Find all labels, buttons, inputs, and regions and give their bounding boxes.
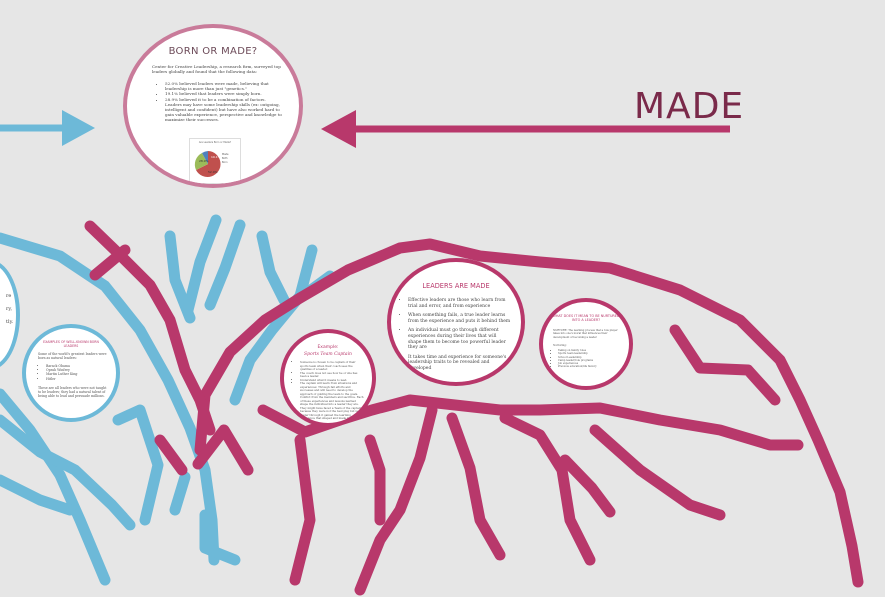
chart-legend: Made Both Born	[222, 153, 229, 165]
list-item: Sports team leadership	[558, 352, 621, 355]
nurtured-list: Taking on family roles Sports team leade…	[555, 349, 621, 369]
leaders-are-made-title: LEADERS ARE MADE	[422, 282, 490, 290]
pie-slice-both	[194, 153, 208, 170]
blue-deer-drawing	[0, 214, 336, 586]
born-leaders-examples-frame[interactable]: EXAMPLES OF WELL-KNOWN BORN LEADERS Some…	[22, 324, 120, 422]
list-item: Barack Obama	[46, 364, 108, 368]
legend-made: Made	[222, 153, 229, 156]
edge-text-3: tly.	[6, 319, 14, 325]
list-item: Job experiences	[558, 362, 621, 365]
list-item: 28.9% believed it to be a combination of…	[165, 97, 283, 123]
list-item: Hitler	[46, 377, 108, 381]
pie-label-both: 28.9%	[199, 159, 209, 163]
examples-title: EXAMPLES OF WELL-KNOWN BORN LEADERS	[43, 340, 99, 349]
survey-pie-chart: Are Leaders Born or Made? 28.9% 52.0% 19…	[189, 138, 241, 184]
example-subtitle: Sports Team Captain	[304, 352, 352, 357]
example-title: Example:	[317, 345, 339, 350]
list-item: Understand what it means to lead.	[300, 378, 364, 383]
list-item: When something fails, a true leader lear…	[408, 313, 511, 324]
born-or-made-title: BORN OR MADE?	[168, 46, 258, 57]
pie-slice-born	[202, 151, 208, 164]
made-label: MADE	[634, 86, 745, 127]
pie-label-made: 52.0%	[208, 170, 218, 174]
legend-born: Born	[222, 161, 228, 164]
list-item: Camp leader/role programs	[558, 359, 621, 362]
list-item: Oprah Winfrey	[46, 368, 108, 372]
pie-svg: 28.9% 52.0% 19.1%	[194, 151, 221, 177]
born-or-made-intro: Center for Creative Leadership, a resear…	[152, 64, 281, 75]
made-arrow	[321, 110, 730, 148]
list-item: It takes time and experience for someone…	[408, 355, 511, 372]
nurtured-intro: NURTURE: The learning process that a rol…	[553, 329, 618, 339]
examples-intro: Some of the world's greatest leaders wer…	[38, 352, 107, 361]
list-item: School Leadership	[558, 356, 621, 359]
edge-text-1: re	[6, 293, 12, 299]
list-item: The coach does not see how he or she has…	[300, 371, 364, 379]
legend-both: Both	[222, 157, 228, 160]
leaders-are-made-list: Effective leaders are those who learn fr…	[403, 298, 511, 376]
pie-slice-made	[196, 151, 221, 177]
list-item: An individual must go through different …	[408, 328, 511, 350]
list-item: The captain will learn from situations a…	[300, 381, 364, 407]
edge-text-2: ry,	[6, 306, 13, 312]
list-item: Previous education/life history	[558, 365, 621, 368]
example-frame[interactable]: Example: Sports Team Captain Someone is …	[280, 329, 376, 427]
examples-footer: These are all leaders who were not taugh…	[38, 386, 107, 399]
nurtured-subhead: Nurturing:	[553, 344, 567, 347]
list-item: Effective leaders are those who learn fr…	[408, 298, 511, 309]
list-item: 52.0% believed leaders were made, believ…	[165, 81, 283, 91]
chart-title: Are Leaders Born or Made?	[198, 141, 232, 144]
list-item: Martin Luther King	[46, 372, 108, 376]
magenta-deer-drawing	[84, 220, 864, 596]
list-item: 19.1% believed that leaders were simply …	[165, 91, 283, 96]
pie-label-born: 19.1%	[211, 155, 221, 159]
example-list: Someone is chosen to be captain of their…	[296, 360, 364, 423]
nurtured-title: WHAT DOES IT MEAN TO BE NURTURED INTO A …	[552, 314, 620, 323]
list-item: Someone is chosen to be captain of their…	[300, 360, 364, 372]
nurtured-frame[interactable]: WHAT DOES IT MEAN TO BE NURTURED INTO A …	[539, 298, 633, 390]
born-or-made-list: 52.0% believed leaders were made, believ…	[159, 81, 283, 123]
list-item: Taking on family roles	[558, 349, 621, 352]
left-arrow	[0, 110, 95, 146]
leaders-are-made-frame[interactable]: LEADERS ARE MADE Effective leaders are t…	[387, 258, 525, 386]
born-or-made-frame[interactable]: BORN OR MADE? Center for Creative Leader…	[123, 24, 303, 188]
list-item: They might have faced a Team of the capt…	[300, 406, 364, 423]
examples-list: Barack Obama Oprah Winfrey Martin Luther…	[42, 364, 108, 381]
